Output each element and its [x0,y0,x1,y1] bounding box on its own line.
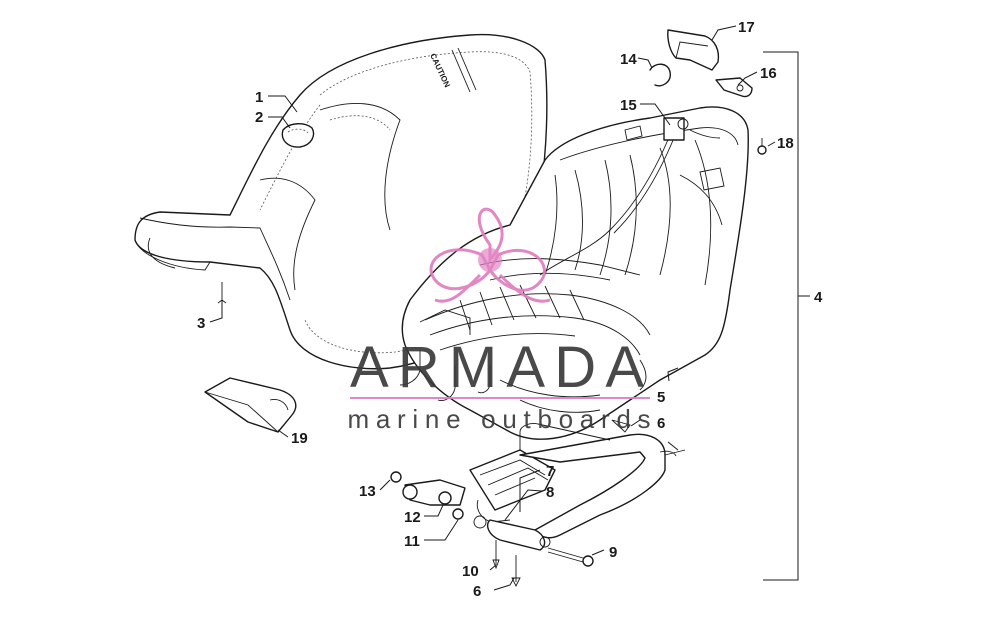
callout-10: 10 [462,563,479,580]
callout-6a: 6 [657,415,665,432]
seat-clip [217,282,227,304]
callout-12: 12 [404,509,421,526]
lotus-icon [429,207,551,303]
assembly-bracket [763,51,810,581]
callout-5: 5 [657,389,665,406]
callout-11: 11 [404,533,420,550]
seat-frame [390,419,686,588]
release-handle [715,77,753,98]
callout-2: 2 [255,109,263,126]
screw-18 [757,138,767,155]
callout-19: 19 [291,430,308,447]
callout-4: 4 [814,289,823,306]
callout-1: 1 [255,89,263,106]
callout-numbers: 1 2 3 4 5 6 6 7 8 9 10 11 12 13 14 15 16… [197,19,823,600]
seat-patch [281,123,315,148]
callout-7: 7 [546,463,554,480]
callout-3: 3 [197,315,205,332]
latch-cover [667,29,720,71]
callout-17: 17 [738,19,755,36]
callout-9: 9 [609,544,617,561]
watermark-brand: ARMADA [350,335,650,400]
leader-lines [209,25,776,591]
callout-18: 18 [777,135,794,152]
snap-ring [649,63,671,87]
callout-6b: 6 [473,583,481,600]
callout-8: 8 [546,484,554,501]
seat-cushion-insert [204,377,297,433]
callout-15: 15 [620,97,637,114]
callout-13: 13 [359,483,376,500]
callout-16: 16 [760,65,777,82]
callout-14: 14 [620,51,637,68]
release-cable [539,129,673,276]
